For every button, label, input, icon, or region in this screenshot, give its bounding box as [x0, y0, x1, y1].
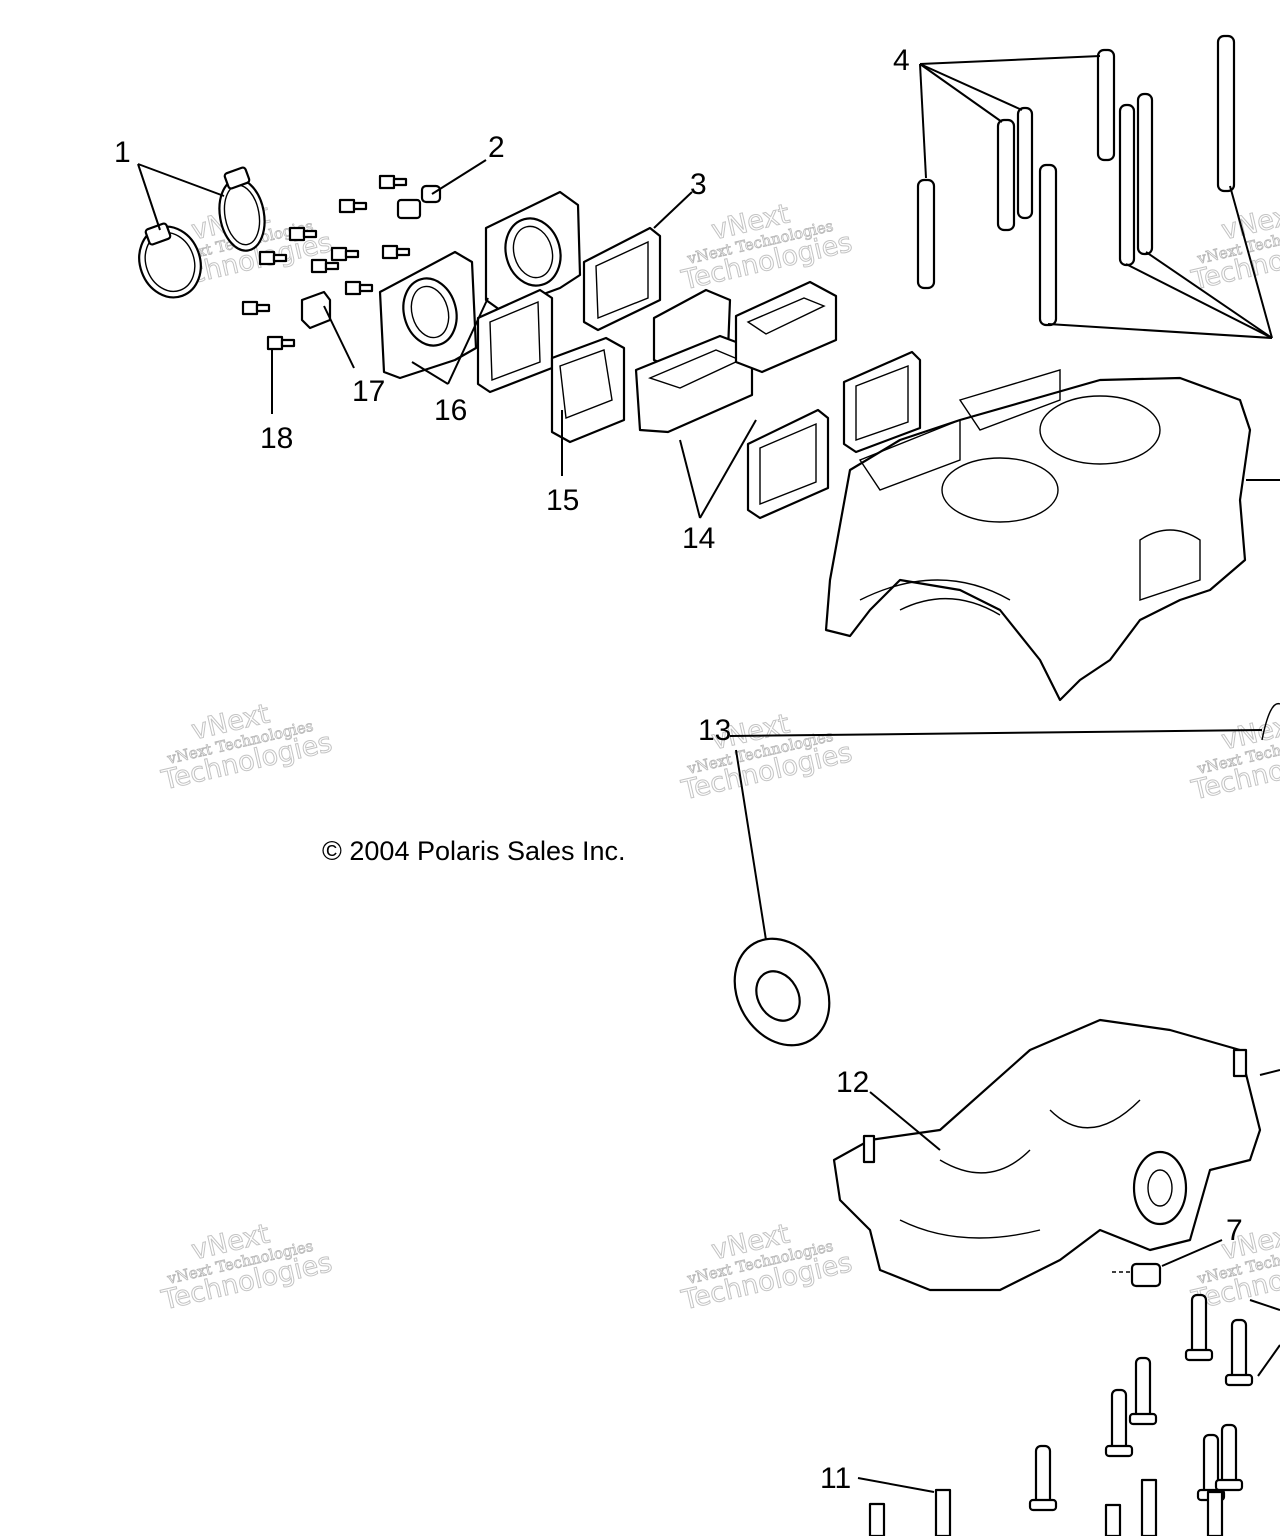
callout-7: 7	[1226, 1214, 1243, 1247]
callout-11: 11	[820, 1462, 851, 1495]
callout-16: 16	[434, 394, 467, 427]
callout-17: 17	[352, 375, 385, 408]
small-bolts	[241, 174, 442, 351]
hose-clamps	[138, 166, 266, 299]
callout-4: 4	[893, 44, 910, 77]
copyright-notice: © 2004 Polaris Sales Inc.	[322, 836, 626, 866]
callout-15: 15	[546, 484, 579, 517]
crank-seal	[733, 702, 1280, 1047]
drain-plug	[1112, 1262, 1162, 1288]
callout-14: 14	[682, 522, 715, 555]
callout-labels: 1 2 3 4 7 11 12 13 14 15 16 17 18	[114, 44, 1243, 1495]
leader-lines	[137, 55, 1280, 1493]
callout-3: 3	[690, 168, 707, 201]
lower-crankcase	[832, 1018, 1262, 1292]
callout-2: 2	[488, 131, 505, 164]
callout-12: 12	[836, 1066, 869, 1099]
reed-valves	[550, 280, 922, 520]
upper-crankcase	[824, 369, 1252, 702]
callout-1: 1	[114, 136, 131, 169]
callout-18: 18	[260, 422, 293, 455]
intake-flanges	[378, 190, 662, 394]
crankcase-bolts	[868, 1293, 1254, 1536]
callout-13: 13	[698, 714, 731, 747]
cylinder-studs	[916, 34, 1236, 327]
